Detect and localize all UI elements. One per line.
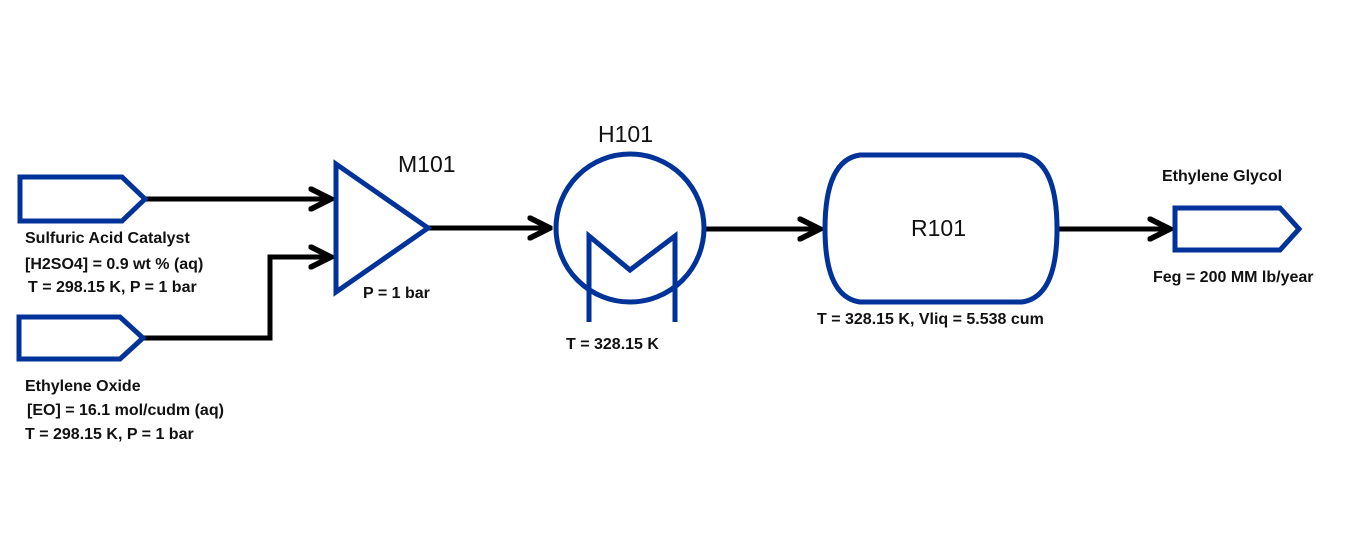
feed-2-spec: [EO] = 16.1 mol/cudm (aq) — [27, 402, 224, 419]
heater-tag: H101 — [598, 121, 653, 147]
feed-1-name: Sulfuric Acid Catalyst — [25, 230, 190, 247]
feed-ethylene-oxide-icon — [16, 314, 147, 362]
product-name: Ethylene Glycol — [1162, 168, 1283, 185]
feed-2-name: Ethylene Oxide — [25, 378, 141, 395]
heater-icon — [553, 151, 707, 305]
reactor-conditions: T = 328.15 K, Vliq = 5.538 cum — [817, 311, 1044, 328]
product-spec: Feg = 200 MM lb/year — [1153, 269, 1314, 286]
reactor-tag: R101 — [911, 215, 966, 241]
reactor-icon — [822, 152, 1060, 305]
heater-coil-icon — [586, 230, 678, 322]
mixer-tag: M101 — [398, 151, 456, 177]
stream-ethylene-oxide — [143, 257, 331, 341]
feed-sulfuric-acid-icon — [17, 174, 149, 224]
feed-1-conditions: T = 298.15 K, P = 1 bar — [28, 279, 197, 296]
heater-conditions: T = 328.15 K — [566, 336, 659, 353]
mixer-icon — [333, 159, 433, 297]
product-ethylene-glycol-icon — [1172, 205, 1303, 253]
feed-1-spec: [H2SO4] = 0.9 wt % (aq) — [25, 256, 204, 273]
feed-2-conditions: T = 298.15 K, P = 1 bar — [25, 426, 194, 443]
mixer-conditions: P = 1 bar — [363, 285, 430, 302]
